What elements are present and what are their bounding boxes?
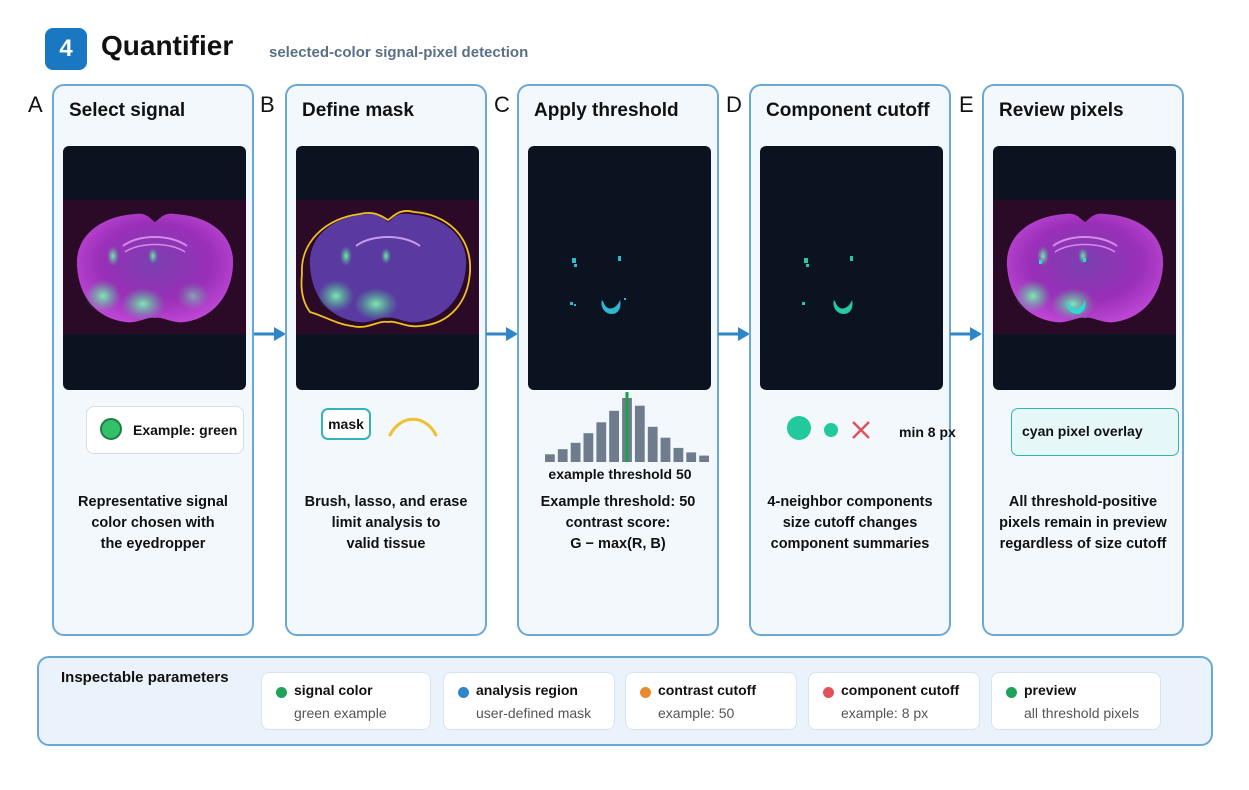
thresholded-pixels-image (528, 146, 711, 390)
status-dot-icon (640, 687, 651, 698)
histogram-bar (634, 405, 645, 462)
panel-description: 4-neighbor components size cutoff change… (767, 494, 933, 552)
panel-letter-a: A (28, 92, 43, 117)
panel-select-signal: Select signal Example: green Representat… (52, 84, 254, 636)
panel-review-pixels: Review pixels cyan pixel overlay All thr… (982, 84, 1184, 636)
param-component-cutoff[interactable]: component cutoff example: 8 px (808, 672, 980, 730)
panel-title: Review pixels (999, 100, 1124, 121)
histogram-bar (570, 442, 581, 462)
param-contrast-cutoff[interactable]: contrast cutoff example: 50 (625, 672, 797, 730)
components-image (760, 146, 943, 390)
brain-overlay-image (993, 146, 1176, 390)
brain-section-image (63, 146, 246, 390)
parameters-title: Inspectable parameters (61, 669, 229, 686)
panel-description: All threshold-positive pixels remain in … (999, 494, 1167, 552)
small-component-dot-icon (824, 423, 838, 437)
reject-x-icon (852, 421, 870, 439)
panel-define-mask: Define mask mask Brush, lasso, and erase… (285, 84, 487, 636)
arrow-right-icon (718, 327, 750, 341)
panel-letter-d: D (726, 92, 742, 117)
histogram-bar (545, 454, 555, 462)
status-dot-icon (276, 687, 287, 698)
panel-title: Apply threshold (534, 100, 679, 121)
param-signal-color[interactable]: signal color green example (261, 672, 431, 730)
param-analysis-region[interactable]: analysis region user-defined mask (443, 672, 615, 730)
page-title: Quantifier (101, 30, 234, 61)
chip-label: Example: green (133, 422, 238, 438)
step-number-badge: 4 (45, 28, 87, 70)
brain-section-masked-image (296, 146, 479, 390)
signal-color-chip[interactable]: Example: green (86, 406, 244, 454)
histogram-bar (596, 422, 607, 462)
panel-letter-b: B (260, 92, 275, 117)
histogram-bar (647, 426, 658, 462)
panel-description: Example threshold: 50 contrast score: G … (540, 494, 696, 552)
panel-title: Select signal (69, 100, 186, 121)
threshold-line (625, 392, 629, 462)
status-dot-icon (458, 687, 469, 698)
panel-description: Representative signal color chosen with … (78, 494, 228, 552)
panel-letter-e: E (959, 92, 974, 117)
histogram-bar (699, 455, 709, 462)
cyan-overlay-toggle[interactable]: cyan pixel overlay (1011, 408, 1179, 456)
histogram-bar (686, 452, 697, 462)
histogram-bar (660, 437, 671, 462)
min-size-label: min 8 px (899, 424, 956, 440)
arrow-right-icon (254, 327, 286, 341)
status-dot-icon (823, 687, 834, 698)
panel-title: Component cutoff (766, 100, 930, 121)
mask-tool-button[interactable]: mask (321, 408, 371, 440)
histogram-bar (557, 449, 568, 462)
green-swatch-icon (100, 418, 122, 440)
histogram-bar (609, 410, 619, 462)
panel-description: Brush, lasso, and erase limit analysis t… (304, 494, 468, 552)
histogram-bar (583, 433, 594, 462)
lasso-curve-icon (388, 417, 438, 437)
page-subtitle: selected-color signal-pixel detection (269, 44, 529, 61)
arrow-right-icon (950, 327, 982, 341)
param-preview[interactable]: preview all threshold pixels (991, 672, 1161, 730)
panel-letter-c: C (494, 92, 510, 117)
threshold-histogram (545, 392, 709, 462)
histogram-bar (673, 447, 684, 462)
panel-apply-threshold: Apply threshold example threshold 50 Exa… (517, 84, 719, 636)
arrow-right-icon (486, 327, 518, 341)
histogram-label: example threshold 50 (548, 466, 692, 482)
large-component-dot-icon (787, 416, 811, 440)
inspectable-parameters: Inspectable parameters signal color gree… (37, 656, 1213, 746)
panel-title: Define mask (302, 100, 414, 121)
status-dot-icon (1006, 687, 1017, 698)
panel-component-cutoff: Component cutoff min 8 px 4-neighbor com… (749, 84, 956, 636)
